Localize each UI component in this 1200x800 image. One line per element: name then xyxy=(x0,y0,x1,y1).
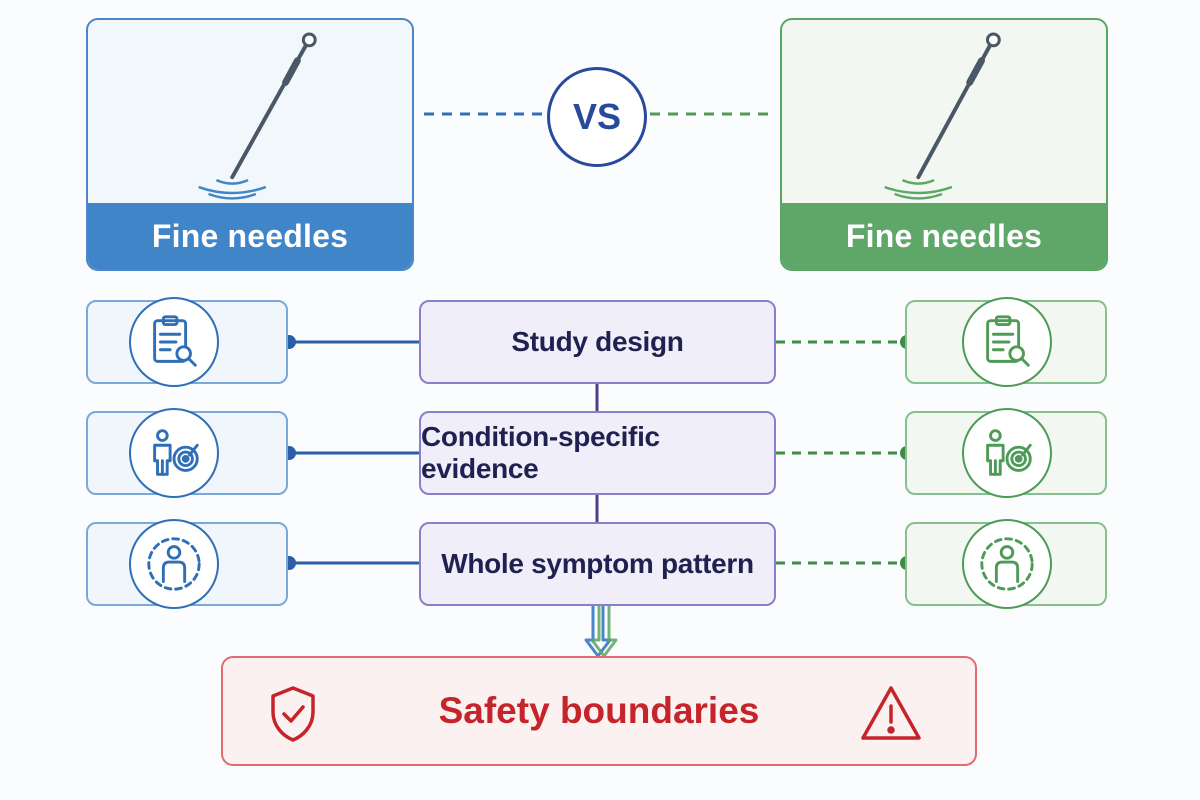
left-connectors xyxy=(282,335,419,570)
needle-icon xyxy=(198,32,317,200)
needle-icon xyxy=(884,32,1001,200)
warning-triangle-icon xyxy=(861,686,921,740)
left-option-label: Fine needles xyxy=(88,203,412,269)
right-option-label: Fine needles xyxy=(782,203,1106,269)
factor-whole-symptom-pattern: Whole symptom pattern xyxy=(419,522,776,606)
person-circle-icon xyxy=(129,519,219,609)
factor-study-design: Study design xyxy=(419,300,776,384)
left-option-card: Fine needles xyxy=(86,18,414,271)
safety-boundaries-box: Safety boundaries xyxy=(221,656,977,766)
person-target-icon xyxy=(962,408,1052,498)
safety-boundaries-label: Safety boundaries xyxy=(438,690,760,731)
clipboard-search-icon xyxy=(962,297,1052,387)
person-circle-icon xyxy=(962,519,1052,609)
down-arrow-icon xyxy=(584,606,618,658)
factor-condition-specific-evidence: Condition-specific evidence xyxy=(419,411,776,495)
right-option-card: Fine needles xyxy=(780,18,1108,271)
right-connectors xyxy=(776,335,914,570)
person-target-icon xyxy=(129,408,219,498)
clipboard-search-icon xyxy=(129,297,219,387)
shield-check-icon xyxy=(271,686,315,742)
vs-badge: VS xyxy=(547,67,647,167)
